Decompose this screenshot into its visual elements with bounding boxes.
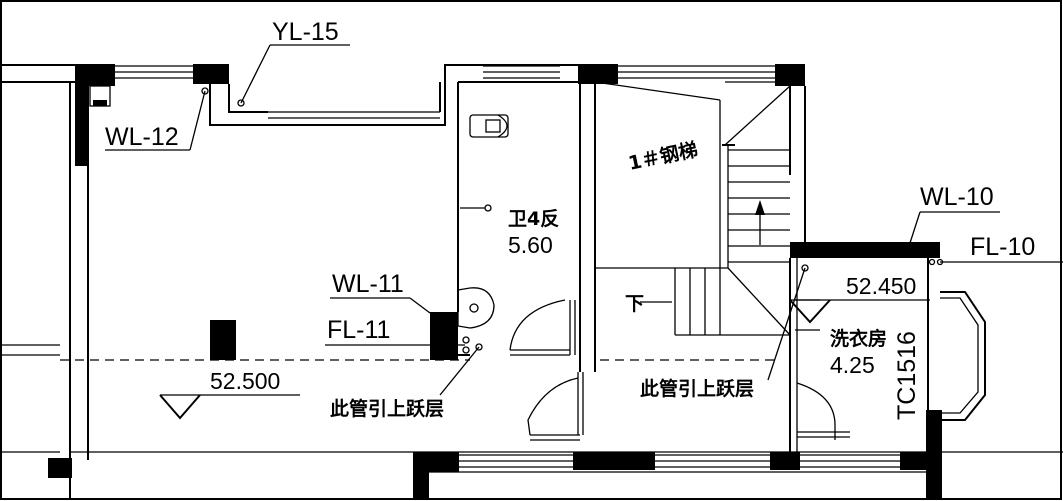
staircase xyxy=(594,64,806,340)
laundry-door xyxy=(796,382,850,440)
center-door xyxy=(527,372,584,441)
label-yl-15: YL-15 xyxy=(272,18,339,46)
bathroom-name: 卫4反 xyxy=(508,208,559,230)
note-pipe-up-right: 此管引上跃层 xyxy=(640,377,754,400)
note-pipe-up-left: 此管引上跃层 xyxy=(330,397,444,420)
label-fl-11: FL-11 xyxy=(327,316,390,344)
level-mark-right xyxy=(789,299,831,324)
washbasin-icon xyxy=(457,287,495,329)
left-outer-walls xyxy=(1,64,229,500)
bay-window xyxy=(940,261,1063,421)
label-wl-11: WL-11 xyxy=(332,270,404,298)
label-wl-12: WL-12 xyxy=(105,123,179,151)
bathroom-walls xyxy=(458,64,618,372)
laundry-walls xyxy=(789,242,942,500)
toilet-icon xyxy=(469,114,509,138)
column-left-room xyxy=(210,320,236,360)
level-left: 52.500 xyxy=(210,368,280,394)
water-heater-icon xyxy=(89,85,111,107)
column-wl11 xyxy=(430,312,458,360)
top-window-left xyxy=(115,65,193,79)
stair-name: 1＃钢梯 xyxy=(626,138,699,175)
bottom-walls xyxy=(70,451,1063,500)
laundry-name: 洗衣房 xyxy=(830,327,887,350)
leader-lines xyxy=(105,44,1000,396)
top-stepped-wall xyxy=(209,64,580,312)
window-code: TC1516 xyxy=(893,331,921,420)
level-right: 52.450 xyxy=(846,273,916,299)
stair-down-mark: 下 xyxy=(625,293,644,315)
laundry-value: 4.25 xyxy=(830,352,875,378)
level-mark-left xyxy=(159,394,201,420)
label-fl-10: FL-10 xyxy=(970,233,1035,261)
label-wl-10: WL-10 xyxy=(920,183,994,211)
pipe-markers xyxy=(201,87,944,354)
bathroom-value: 5.60 xyxy=(508,232,553,258)
bathroom-door xyxy=(509,299,576,356)
